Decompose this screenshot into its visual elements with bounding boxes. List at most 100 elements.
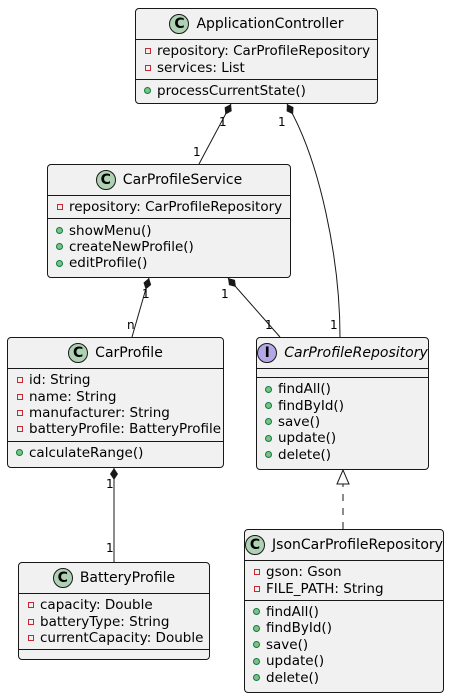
class-header: C CarProfile xyxy=(8,338,223,369)
class-methods: findAll() findById() save() update() del… xyxy=(245,601,443,689)
method-row: editProfile() xyxy=(55,255,290,271)
mult-car-battery-to: 1 xyxy=(106,541,114,555)
class-fields: repository: CarProfileRepository service… xyxy=(136,40,377,80)
class-stereotype-icon: C xyxy=(245,535,266,555)
class-methods: showMenu() createNewProfile() editProfil… xyxy=(48,219,290,274)
public-icon xyxy=(252,606,261,618)
field-row: id: String xyxy=(15,372,223,388)
public-icon xyxy=(55,225,64,237)
class-methods: findAll() findById() save() update() del… xyxy=(257,378,428,466)
class-methods: processCurrentState() xyxy=(136,80,377,102)
link-carprofile-battery: 1 1 xyxy=(106,468,118,562)
public-icon xyxy=(252,672,261,684)
private-icon xyxy=(15,374,24,386)
field-row: currentCapacity: Double xyxy=(26,630,209,646)
class-name: CarProfileService xyxy=(122,172,243,188)
class-header: C BatteryProfile xyxy=(19,563,209,594)
mult-service-repo-from: 1 xyxy=(221,287,229,301)
public-icon xyxy=(264,449,273,461)
field-row: gson: Gson xyxy=(252,564,443,580)
field-row: name: String xyxy=(15,388,223,405)
public-icon xyxy=(264,400,273,412)
class-battery-profile: C BatteryProfile capacity: Double batter… xyxy=(18,562,210,660)
method-row: delete() xyxy=(264,447,428,463)
mult-controller-service-to: 1 xyxy=(193,145,201,159)
field-row: capacity: Double xyxy=(26,597,209,613)
method-row: delete() xyxy=(252,669,443,686)
field-row: manufacturer: String xyxy=(15,405,223,421)
link-service-carprofile: 1 n xyxy=(127,277,152,338)
method-row: showMenu() xyxy=(55,222,290,239)
public-icon xyxy=(264,432,273,444)
class-header: C ApplicationController xyxy=(136,9,377,40)
mult-service-car-from: 1 xyxy=(142,287,150,301)
field-row: FILE_PATH: String xyxy=(252,580,443,597)
field-row: repository: CarProfileRepository xyxy=(143,43,377,59)
private-icon xyxy=(15,391,24,403)
public-icon xyxy=(252,622,261,634)
mult-car-battery-from: 1 xyxy=(106,477,114,491)
class-header: C CarProfileService xyxy=(48,165,290,196)
class-fields: id: String name: String manufacturer: St… xyxy=(8,369,223,442)
private-icon xyxy=(26,599,35,611)
mult-controller-repo-from: 1 xyxy=(278,115,286,129)
class-name: ApplicationController xyxy=(196,16,344,32)
class-name: JsonCarProfileRepository xyxy=(272,537,443,553)
mult-service-car-to: n xyxy=(127,318,135,332)
method-row: calculateRange() xyxy=(15,445,223,461)
private-icon xyxy=(15,407,24,419)
method-row: save() xyxy=(252,637,443,653)
private-icon xyxy=(143,62,152,74)
method-row: findAll() xyxy=(252,604,443,620)
class-json-car-profile-repository: C JsonCarProfileRepository gson: Gson FI… xyxy=(244,529,444,693)
public-icon xyxy=(264,383,273,395)
public-icon xyxy=(252,655,261,667)
method-row: update() xyxy=(252,653,443,669)
private-icon xyxy=(55,201,64,213)
mult-service-repo-to: 1 xyxy=(265,318,273,332)
class-fields: repository: CarProfileRepository xyxy=(48,196,290,220)
interface-car-profile-repository: I CarProfileRepository findAll() findByI… xyxy=(256,337,429,470)
class-name: BatteryProfile xyxy=(79,570,176,586)
private-icon xyxy=(15,423,24,435)
public-icon xyxy=(55,257,64,269)
interface-stereotype-icon: I xyxy=(257,343,278,363)
field-row: batteryProfile: BatteryProfile xyxy=(15,421,223,437)
class-methods: calculateRange() xyxy=(8,442,223,464)
method-row: findById() xyxy=(252,620,443,636)
link-controller-repository: 1 1 xyxy=(278,103,341,338)
public-icon xyxy=(15,447,24,459)
mult-controller-service-from: 1 xyxy=(219,115,227,129)
field-row: repository: CarProfileRepository xyxy=(55,199,290,215)
method-row: save() xyxy=(264,414,428,430)
private-icon xyxy=(26,632,35,644)
class-header: C JsonCarProfileRepository xyxy=(245,530,443,561)
field-row: services: List xyxy=(143,59,377,76)
link-controller-service: 1 1 xyxy=(193,103,232,165)
method-row: processCurrentState() xyxy=(143,83,377,99)
class-fields-empty xyxy=(257,369,428,378)
private-icon xyxy=(143,45,152,57)
public-icon xyxy=(252,639,261,651)
class-car-profile: C CarProfile id: String name: String man… xyxy=(7,337,224,468)
method-row: createNewProfile() xyxy=(55,239,290,255)
method-row: update() xyxy=(264,430,428,446)
class-stereotype-icon: C xyxy=(95,170,116,190)
public-icon xyxy=(143,85,152,97)
class-application-controller: C ApplicationController repository: CarP… xyxy=(135,8,378,104)
method-row: findById() xyxy=(264,397,428,414)
class-fields: gson: Gson FILE_PATH: String xyxy=(245,561,443,601)
link-service-repository: 1 1 xyxy=(221,277,281,338)
private-icon xyxy=(252,566,261,578)
class-car-profile-service: C CarProfileService repository: CarProfi… xyxy=(47,164,291,278)
field-row: batteryType: String xyxy=(26,613,209,630)
public-icon xyxy=(55,241,64,253)
private-icon xyxy=(26,616,35,628)
class-stereotype-icon: C xyxy=(169,14,190,34)
class-name: CarProfile xyxy=(95,345,163,361)
method-row: findAll() xyxy=(264,381,428,397)
class-name: CarProfileRepository xyxy=(284,345,428,361)
class-stereotype-icon: C xyxy=(52,568,73,588)
public-icon xyxy=(264,416,273,428)
